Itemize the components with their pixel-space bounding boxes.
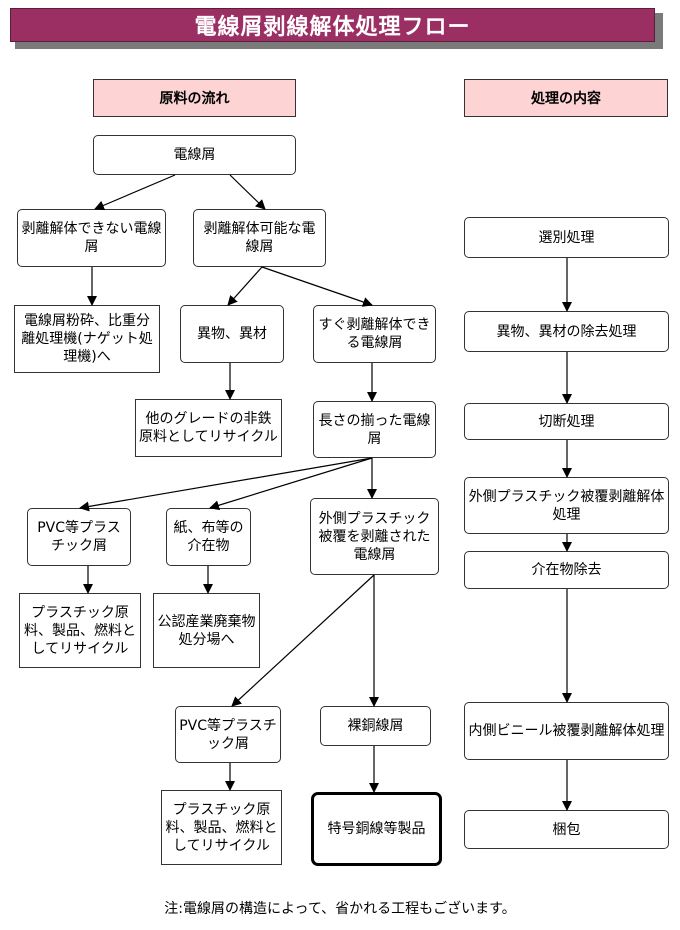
node-plastic-recycle-1: プラスチック原料、製品、燃料としてリサイクル bbox=[19, 593, 141, 668]
node-pvc-2: PVC等プラスチック屑 bbox=[175, 706, 281, 763]
process-step-7: 梱包 bbox=[464, 810, 669, 849]
node-strippable: 剥離解体可能な電線屑 bbox=[193, 209, 326, 267]
process-step-1: 選別処理 bbox=[464, 217, 669, 258]
process-step-2: 異物、異材の除去処理 bbox=[464, 311, 669, 352]
arrow-scrap-to-not-strippable bbox=[94, 174, 176, 211]
header-process-content: 処理の内容 bbox=[464, 79, 668, 117]
node-not-strippable: 剥離解体できない電線屑 bbox=[17, 209, 166, 267]
header-material-flow: 原料の流れ bbox=[93, 79, 296, 117]
footnote: 注:電線屑の構造によって、省かれる工程もございます。 bbox=[164, 901, 516, 917]
node-length-aligned: 長さの揃った電線屑 bbox=[313, 401, 436, 458]
node-paper-cloth: 紙、布等の介在物 bbox=[166, 508, 251, 566]
node-plastic-recycle-2: プラスチック原料、製品、燃料としてリサイクル bbox=[161, 790, 282, 865]
arrow-strippable-to-direct bbox=[261, 266, 373, 307]
arrow-strippable-to-foreign bbox=[227, 266, 263, 306]
node-direct-strippable: すぐ剥離解体できる電線屑 bbox=[313, 305, 436, 363]
process-step-3: 切断処理 bbox=[464, 403, 669, 440]
process-step-5: 介在物除去 bbox=[464, 551, 669, 589]
page-title: 電線屑剥線解体処理フロー bbox=[10, 8, 655, 42]
node-other-grade: 他のグレードの非鉄原料としてリサイクル bbox=[135, 399, 282, 457]
node-outer-stripped: 外側プラスチック被覆を剥離された電線屑 bbox=[310, 498, 439, 575]
process-step-4: 外側プラスチック被覆剥離解体処理 bbox=[464, 477, 669, 534]
node-product: 特号銅線等製品 bbox=[311, 792, 442, 866]
node-pvc-1: PVC等プラスチック屑 bbox=[27, 508, 131, 566]
arrow-length-to-paper-cloth bbox=[209, 457, 373, 511]
arrow-length-to-pvc-1 bbox=[79, 457, 373, 512]
arrow-scrap-to-strippable bbox=[229, 174, 266, 210]
node-scrap: 電線屑 bbox=[93, 135, 296, 175]
arrow-outer-stripped-to-pvc-2 bbox=[231, 574, 375, 707]
